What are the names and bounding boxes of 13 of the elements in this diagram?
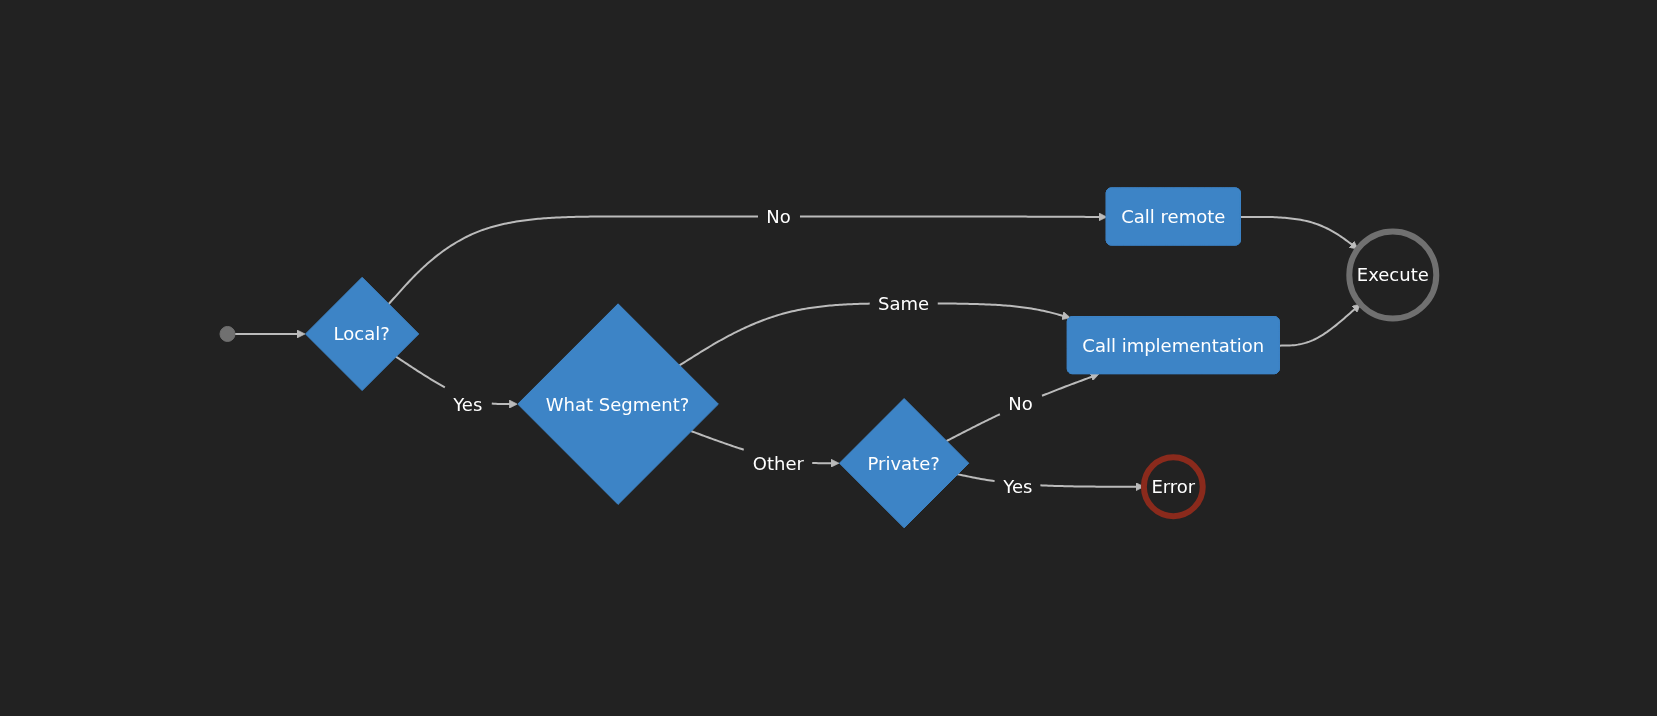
node-label: What Segment? bbox=[546, 392, 690, 417]
node-label: Call implementation bbox=[1082, 333, 1265, 358]
node-label: Private? bbox=[867, 451, 941, 476]
edge-label: Same bbox=[878, 291, 930, 316]
node-label: Error bbox=[1151, 475, 1196, 500]
node-label: Local? bbox=[333, 322, 391, 347]
edge-label: No bbox=[766, 205, 791, 230]
edge-label: Yes bbox=[1003, 475, 1033, 500]
node-label: Call remote bbox=[1121, 205, 1226, 230]
node-label: Execute bbox=[1357, 263, 1430, 288]
edge-label: No bbox=[1008, 391, 1034, 416]
edge-label: Yes bbox=[453, 392, 483, 417]
edge-label: Other bbox=[753, 451, 805, 476]
